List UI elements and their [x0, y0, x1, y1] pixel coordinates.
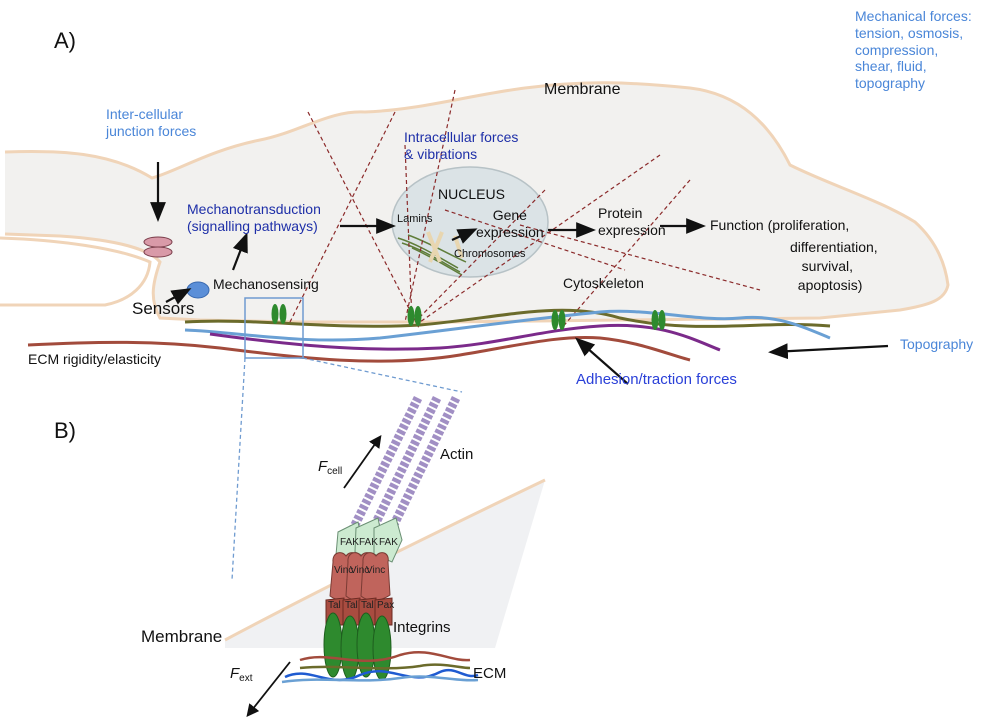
sensor-blob [186, 281, 210, 299]
panel-a-label: A) [54, 28, 76, 53]
force-arrows-b [246, 434, 382, 717]
function-outcomes-label: differentiation, survival, apoptosis) [790, 239, 878, 293]
nucleus-label: NUCLEUS [438, 186, 505, 202]
sensors-label: Sensors [132, 299, 195, 318]
vinc-label-3: Vinc [366, 565, 386, 576]
arrows-panel-a [150, 162, 889, 385]
cytoskeleton-label: Cytoskeleton [563, 275, 644, 291]
f-ext-subscript: ext [239, 673, 253, 684]
lamins-label: Lamins [397, 213, 433, 225]
chromosomes-label: Chromosomes [454, 248, 526, 260]
fak-label-3: FAK [379, 537, 398, 548]
chromosome-x-shape [426, 231, 464, 263]
adhesion-forces-label: Adhesion/traction forces [576, 371, 737, 388]
vinculin-proteins [329, 552, 391, 601]
protein-expression-label: Protein expression [598, 205, 666, 238]
membrane-title: Membrane [544, 81, 621, 98]
f-ext-label: Fext [230, 665, 253, 685]
fak-label-1: FAK [340, 537, 359, 548]
actin-label: Actin [440, 446, 474, 463]
f-cell-subscript: cell [327, 466, 343, 477]
f-ext-symbol: F [230, 665, 240, 682]
f-cell-symbol: F [318, 458, 328, 475]
actin-filaments [340, 395, 461, 548]
ecm-fibres-b [281, 650, 479, 684]
f-cell-label: Fcell [318, 458, 342, 478]
talin-label-3: Tal [361, 600, 374, 611]
junction-forces-label: Inter-cellular junction forces [106, 106, 197, 139]
junction-sensor [143, 236, 173, 258]
talin-label-2: Tal [345, 600, 358, 611]
membrane-label-b: Membrane [141, 627, 223, 646]
mechanotransduction-label: Mechanotransduction (signalling pathways… [187, 201, 321, 234]
integrins-label: Integrins [393, 619, 451, 636]
talin-label-1: Tal [328, 600, 341, 611]
ecm-label-b: ECM [473, 665, 507, 682]
fak-proteins [335, 517, 403, 563]
vinc-label-1: Vinc [334, 565, 354, 576]
ecm-rigidity-label: ECM rigidity/elasticity [28, 351, 162, 367]
zoom-projection-lines [231, 357, 463, 581]
mechanosensing-label: Mechanosensing [213, 276, 319, 292]
intracellular-forces-label: Intracellular forces & vibrations [404, 129, 519, 162]
neighbour-cell-membrane [0, 236, 152, 307]
zoom-box [244, 297, 304, 359]
fak-label-2: FAK [359, 537, 378, 548]
topography-label: Topography [900, 336, 974, 352]
vinc-label-2: Vinc [350, 565, 370, 576]
pax-label: Pax [377, 600, 395, 611]
mechanical-forces-label: Mechanical forces: tension, osmosis, com… [855, 8, 972, 92]
function-label: Function (proliferation, [710, 217, 850, 233]
panel-b-label: B) [54, 418, 76, 443]
integrins-panel-a [271, 304, 666, 330]
cytoskeleton-dashed-lines [289, 89, 761, 331]
gene-expression-label: Gene expression [476, 207, 544, 240]
